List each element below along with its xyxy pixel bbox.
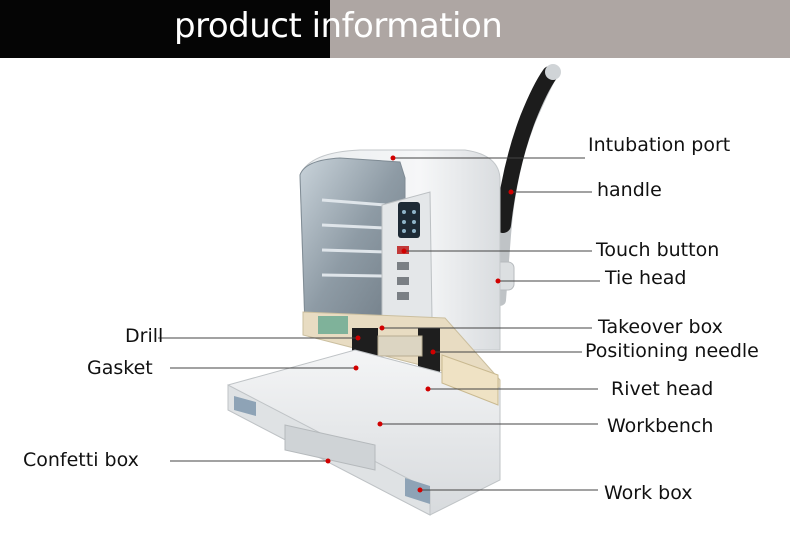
marker-confetti-box bbox=[325, 458, 331, 464]
label-work-box: Work box bbox=[604, 482, 693, 504]
marker-tie-head bbox=[495, 278, 501, 284]
label-tie-head: Tie head bbox=[605, 267, 687, 289]
header-banner: product information bbox=[0, 0, 790, 58]
label-touch-button: Touch button bbox=[596, 239, 720, 261]
marker-intubation-port bbox=[390, 155, 396, 161]
marker-drill bbox=[355, 335, 361, 341]
banner-dark-panel bbox=[0, 0, 330, 58]
label-takeover-box: Takeover box bbox=[598, 316, 723, 338]
marker-handle bbox=[508, 189, 514, 195]
handle-part bbox=[489, 64, 561, 306]
banner-light-panel bbox=[330, 0, 790, 58]
label-workbench: Workbench bbox=[607, 415, 714, 437]
label-intubation-port: Intubation port bbox=[588, 134, 731, 156]
label-drill: Drill bbox=[125, 325, 164, 347]
label-positioning-needle: Positioning needle bbox=[585, 340, 759, 362]
workbench-part bbox=[227, 349, 501, 516]
label-confetti-box: Confetti box bbox=[23, 449, 139, 471]
marker-takeover-box bbox=[379, 325, 385, 331]
marker-rivet-head bbox=[425, 386, 431, 392]
leader-markers bbox=[325, 155, 514, 493]
label-handle: handle bbox=[597, 179, 662, 201]
marker-work-box bbox=[417, 487, 423, 493]
label-rivet-head: Rivet head bbox=[611, 378, 714, 400]
marker-gasket bbox=[353, 365, 359, 371]
marker-touch-button bbox=[401, 248, 407, 254]
label-gasket: Gasket bbox=[87, 357, 153, 379]
marker-workbench bbox=[377, 421, 383, 427]
marker-positioning-needle bbox=[430, 349, 436, 355]
leader-lines bbox=[158, 157, 600, 491]
banner-title: product information bbox=[174, 6, 503, 46]
